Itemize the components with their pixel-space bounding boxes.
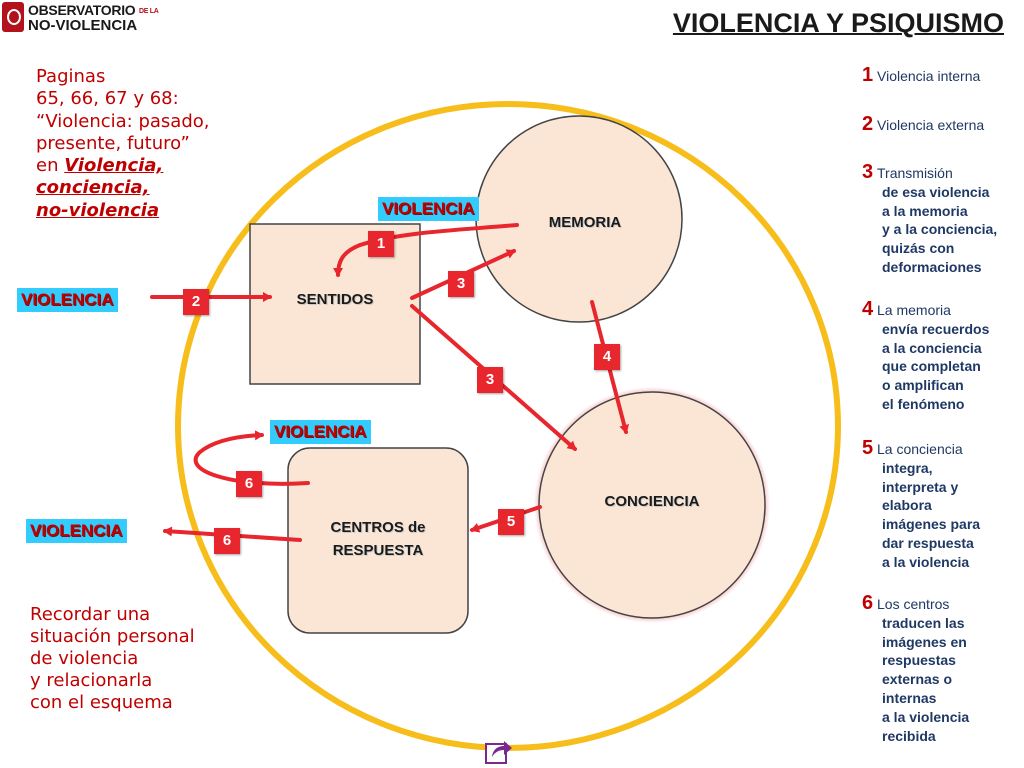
share-arrow-icon[interactable] [484, 737, 514, 765]
step-badge-6-external: 6 [214, 528, 240, 554]
intro-line1: Paginas [36, 66, 106, 87]
step-badge-3a: 3 [448, 271, 474, 297]
instruction-line2: situación personal [30, 626, 195, 647]
legend-item-1: 1 Violencia interna [862, 64, 1022, 86]
instruction-line5: con el esquema [30, 692, 173, 713]
legend-number-5: 5 [862, 437, 874, 459]
violence-tag-internal: VIOLENCIA [378, 197, 479, 221]
step-badge-3b: 3 [477, 367, 503, 393]
logo-de-la: DE LA [138, 7, 159, 15]
conciencia-circle [538, 391, 766, 619]
legend-6-line-8: recibida [882, 727, 936, 744]
legend-5-line-4: elabora [882, 497, 932, 514]
legend-5-line-7: a la violencia [882, 553, 970, 570]
legend-6-line-4: respuestas [882, 652, 956, 669]
legend-3-line-2: de esa violencia [882, 183, 990, 200]
legend-number-1: 1 [862, 64, 874, 86]
legend-number-3: 3 [862, 161, 874, 183]
legend-2-line-1: Violencia externa [877, 117, 985, 133]
instruction-line3: de violencia [30, 648, 139, 669]
violence-tag-external-output: VIOLENCIA [26, 519, 127, 543]
legend-3-line-5: quizás con [882, 240, 955, 257]
step-badge-1: 1 [368, 231, 394, 257]
legend-4-line-4: que completan [882, 358, 981, 375]
legend-5-line-5: imágenes para [882, 516, 981, 533]
legend-5-line-3: interpreta y [882, 478, 959, 495]
observatorio-logo: OBSERVATORIO DE LA NO-VIOLENCIA [2, 2, 162, 36]
legend-5-line-2: integra, [882, 459, 933, 476]
legend-item-2: 2 Violencia externa [862, 113, 1022, 135]
legend-item-4: 4 La memoria envía recuerdos a la concie… [862, 298, 1022, 414]
legend-6-line-3: imágenes en [882, 633, 967, 650]
legend-6-line-6: internas [882, 689, 937, 706]
observatorio-logo-icon [2, 2, 24, 32]
instruction-line4: y relacionarla [30, 670, 153, 691]
legend-6-line-2: traducen las [882, 614, 965, 631]
legend-3-line-6: deformaciones [882, 258, 982, 275]
legend-1-line-1: Violencia interna [877, 68, 981, 84]
step-badge-6-internal: 6 [236, 471, 262, 497]
legend-3-line-4: y a la conciencia, [882, 221, 998, 238]
legend-6-line-5: externas o [882, 671, 953, 688]
page-title: VIOLENCIA Y PSIQUISMO [672, 8, 1004, 38]
conciencia-label: CONCIENCIA [604, 493, 700, 510]
legend-item-3: 3 Transmisión de esa violencia a la memo… [862, 161, 1022, 277]
legend-4-line-6: el fenómeno [882, 395, 965, 412]
logo-line2: NO-VIOLENCIA [28, 17, 138, 34]
step-badge-2: 2 [183, 289, 209, 315]
legend-number-2: 2 [862, 113, 874, 135]
memoria-label: MEMORIA [548, 214, 622, 231]
instruction-line1: Recordar una [30, 604, 151, 625]
legend-number-6: 6 [862, 592, 874, 614]
legend-4-line-5: o amplifican [882, 377, 964, 394]
intro-line4: presente, futuro” [36, 132, 190, 154]
intro-line3: “Violencia: pasado, [36, 110, 210, 132]
intro-text: Paginas 65, 66, 67 y 68: “Violencia: pas… [36, 66, 246, 222]
intro-line2: 65, 66, 67 y 68: [36, 88, 179, 110]
legend-item-6: 6 Los centros traducen las imágenes en r… [862, 592, 1022, 745]
intro-line5: en Violencia, [36, 155, 164, 177]
legend-4-line-2: envía recuerdos [882, 320, 990, 337]
centros-label: CENTROS de RESPUESTA [298, 516, 458, 562]
centros-label-line2: RESPUESTA [332, 542, 424, 559]
sentidos-label: SENTIDOS [296, 291, 374, 308]
legend-5-line-6: dar respuesta [882, 534, 974, 551]
legend-4-line-1: La memoria [877, 302, 951, 318]
violence-tag-internal-response: VIOLENCIA [270, 420, 371, 444]
legend-item-5: 5 La conciencia integra, interpreta y el… [862, 437, 1022, 572]
legend-6-line-7: a la violencia [882, 708, 970, 725]
violence-tag-external-input: VIOLENCIA [17, 288, 118, 312]
centros-label-line1: CENTROS de [330, 519, 426, 536]
legend-4-line-3: a la conciencia [882, 339, 982, 356]
legend-5-line-1: La conciencia [877, 441, 963, 457]
logo-line1: OBSERVATORIO DE LA [28, 2, 159, 18]
legend-3-line-1: Transmisión [877, 165, 953, 181]
legend-number-4: 4 [862, 298, 874, 320]
legend-6-line-1: Los centros [877, 596, 950, 612]
step-badge-5: 5 [498, 509, 524, 535]
instruction-text: Recordar una situación personal de viole… [30, 604, 260, 714]
step-badge-4: 4 [594, 344, 620, 370]
book-title-part1: Violencia, [64, 155, 164, 177]
legend-3-line-3: a la memoria [882, 202, 968, 219]
book-title-part3: no-violencia [36, 199, 160, 221]
book-title-part2: conciencia, [36, 177, 150, 199]
